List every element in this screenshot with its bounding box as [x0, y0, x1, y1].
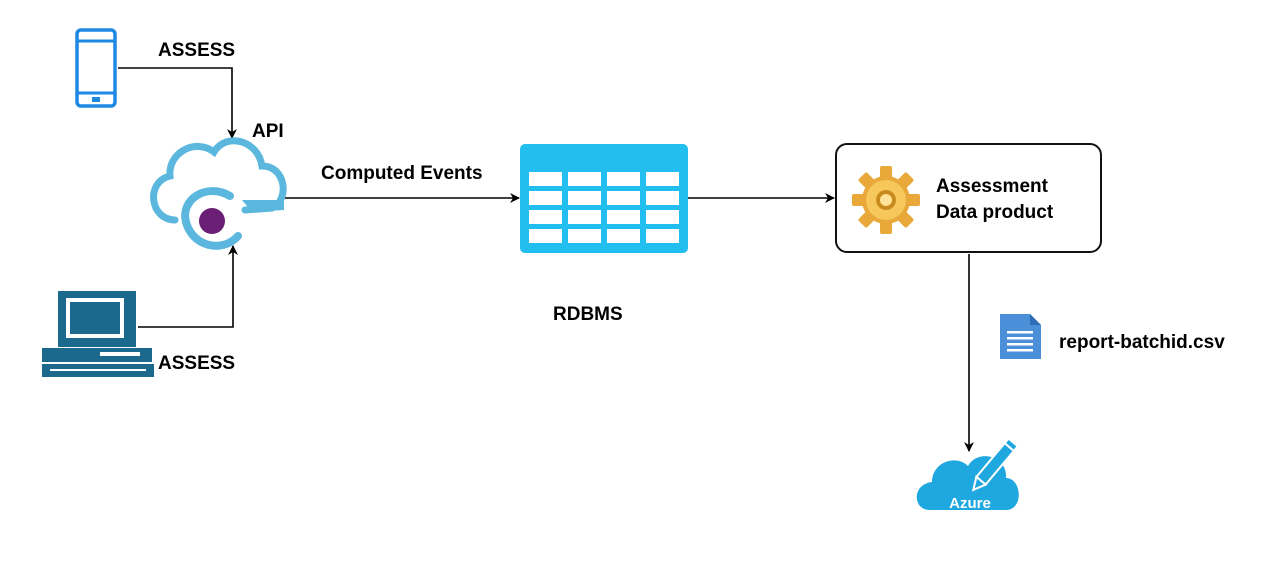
mobile-assess-label: ASSESS	[158, 40, 236, 61]
desktop-to-api-arrow	[138, 245, 238, 328]
desktop-assess-label: ASSESS	[158, 353, 236, 374]
document-file-icon	[1000, 314, 1041, 359]
report-file-label: report-batchid.csv	[1059, 332, 1225, 353]
mobile-phone-icon	[75, 28, 117, 108]
data-product-title-line1: Assessment	[936, 176, 1048, 197]
api-label: API	[252, 121, 284, 142]
database-table-icon	[520, 144, 688, 253]
azure-label: Azure	[949, 495, 991, 512]
computed-events-label: Computed Events	[321, 163, 483, 184]
cloud-api-icon	[150, 137, 287, 250]
mobile-to-api-arrow	[118, 67, 237, 139]
connectors	[118, 67, 974, 452]
rdbms-label: RDBMS	[553, 304, 623, 325]
azure-cloud-icon: Azure	[916, 437, 1020, 512]
gear-icon	[852, 166, 920, 234]
data-product-title-line2: Data product	[936, 202, 1054, 223]
desktop-computer-icon	[42, 291, 154, 377]
